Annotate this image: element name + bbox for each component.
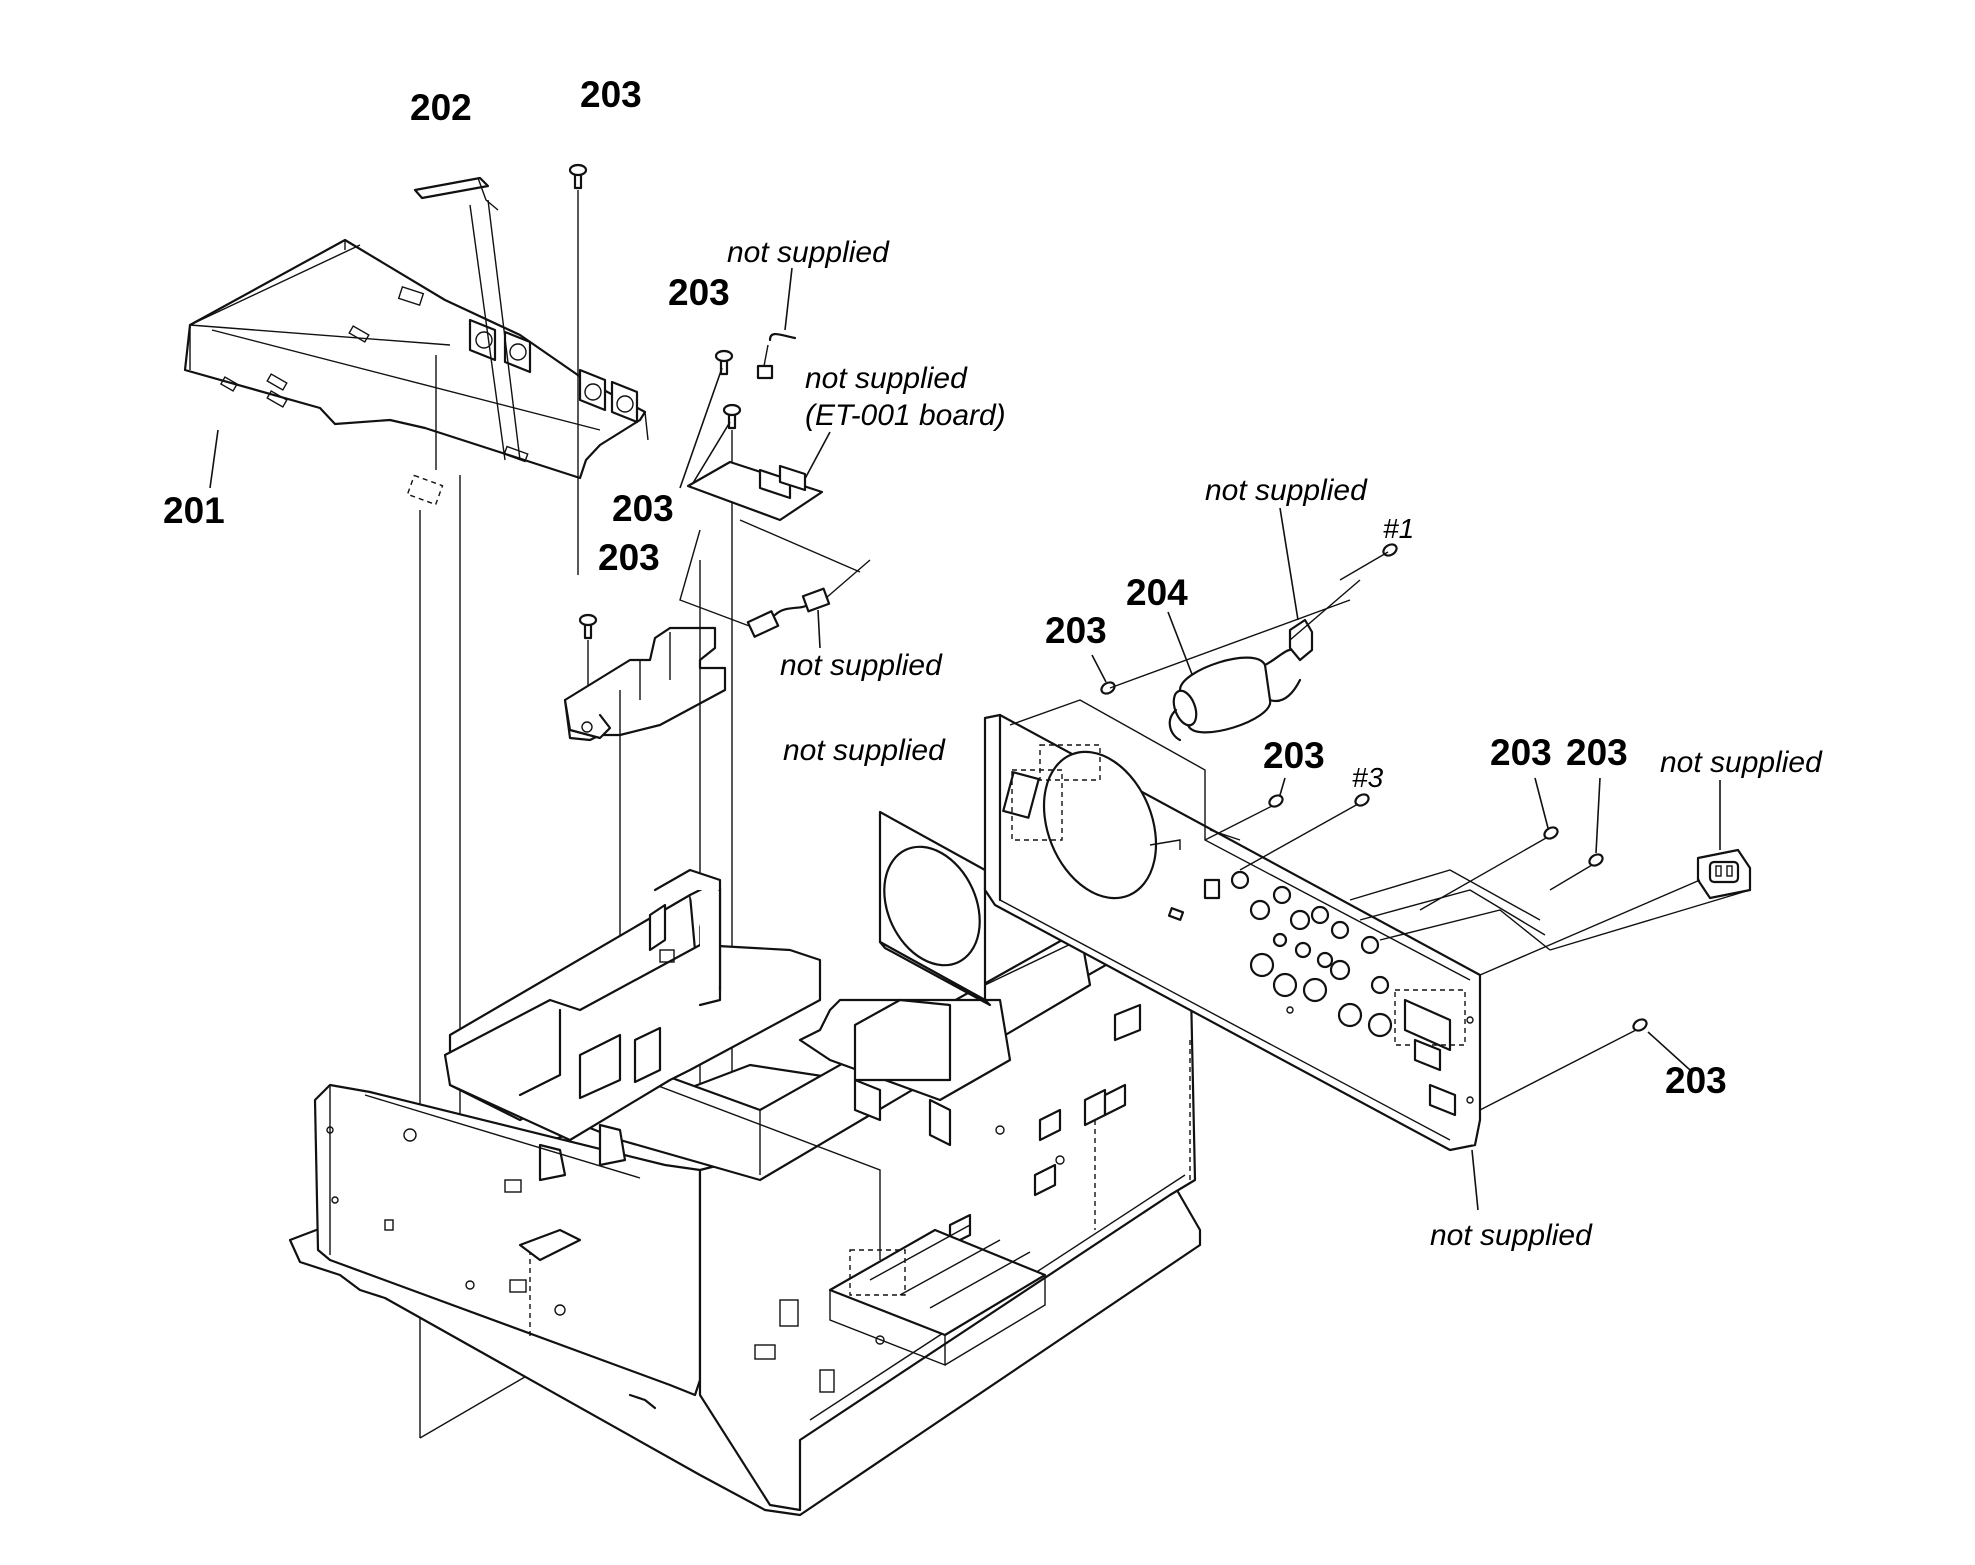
screw-203-top: [568, 163, 588, 575]
part-label-201: 201: [163, 490, 225, 531]
screw-203-f: [1419, 826, 1559, 911]
chassis: [288, 868, 1202, 1517]
part-label-203-e: 203: [1263, 735, 1325, 776]
part-label-203-d: 203: [1045, 610, 1107, 651]
part-label-203-top: 203: [580, 74, 642, 115]
part-label-202: 202: [410, 87, 472, 128]
part-label-203-a: 203: [668, 272, 730, 313]
screw-203-a: [714, 349, 734, 376]
part-label-203-h: 203: [1665, 1060, 1727, 1101]
screw-203-e: [1204, 794, 1284, 841]
note-not-supplied-filter: not supplied: [1205, 474, 1368, 507]
screw-1: [1339, 543, 1398, 581]
note-not-supplied-board: not supplied: [805, 362, 968, 395]
part-label-203-f: 203: [1490, 732, 1552, 773]
marker-3: #3: [1352, 762, 1384, 793]
screw-3: [1239, 793, 1370, 871]
fan: [878, 810, 1101, 1007]
part-label-203-c: 203: [598, 537, 660, 578]
board-201: [183, 238, 649, 506]
marker-1: #1: [1383, 513, 1414, 544]
cable-connector: [746, 559, 871, 638]
ac-inlet: [1479, 848, 1752, 976]
note-not-supplied-panel: not supplied: [1430, 1219, 1593, 1252]
screw-203-g: [1549, 853, 1604, 891]
part-202-connector-strip: [413, 176, 521, 461]
screw-203-c: [578, 613, 598, 690]
cable-top: [756, 333, 797, 380]
rear-panel-jacks: [1167, 870, 1474, 1117]
note-not-supplied-fan: not supplied: [783, 734, 946, 767]
et-001-board: [679, 460, 861, 631]
part-label-204: 204: [1126, 572, 1188, 613]
note-not-supplied-top: not supplied: [727, 236, 890, 269]
bracket: [563, 626, 727, 742]
note-et001-board: (ET-001 board): [805, 399, 1006, 432]
note-not-supplied-cable: not supplied: [780, 649, 943, 682]
part-204-capacitor: [1168, 579, 1361, 742]
screw-203-d: [1100, 599, 1351, 695]
note-not-supplied-ac-inlet: not supplied: [1660, 746, 1823, 779]
rear-panel: [983, 699, 1551, 1152]
part-label-203-g: 203: [1566, 732, 1628, 773]
part-label-203-b: 203: [612, 488, 674, 529]
screw-203-h: [1479, 1018, 1648, 1111]
